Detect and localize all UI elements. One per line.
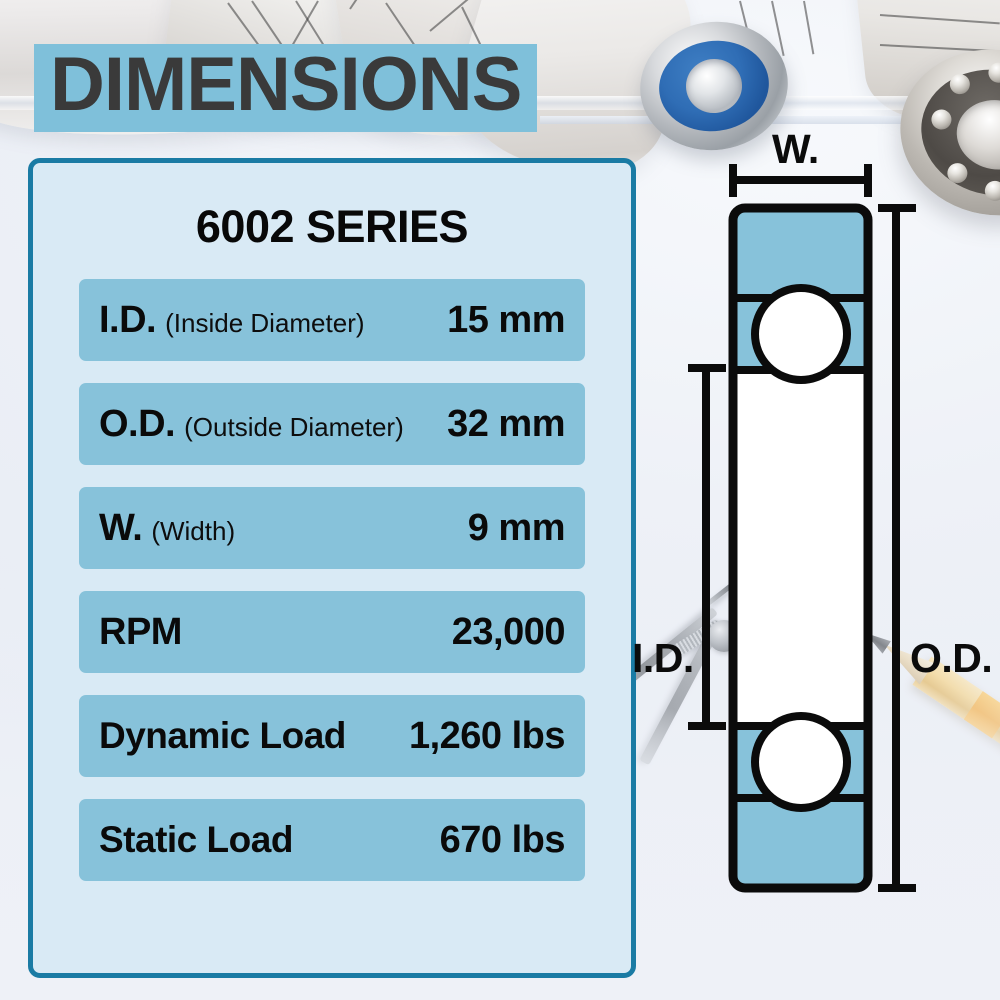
spec-explanation: (Width) (151, 515, 236, 546)
spec-abbr: I.D. (99, 298, 157, 341)
spec-abbr: Dynamic Load (99, 715, 346, 756)
dimension-line-outside-diameter (878, 204, 916, 892)
spec-label-group: W. (Width) (99, 507, 235, 550)
spec-value: 15 mm (447, 298, 565, 341)
spec-label-group: Static Load (99, 819, 293, 861)
spec-row-outside-diameter: O.D. (Outside Diameter) 32 mm (79, 383, 585, 465)
spec-label-group: RPM (99, 611, 182, 654)
bearing-cross-section-diagram: W. I.D. O.D. (632, 120, 1000, 920)
bearing-ball-bottom (751, 712, 851, 812)
spec-value: 32 mm (447, 402, 565, 445)
dimension-label-inside-diameter: I.D. (632, 635, 694, 681)
dimension-line-width (729, 164, 872, 197)
bearing-ball-top (751, 284, 851, 384)
spec-value: 670 lbs (439, 818, 566, 861)
specifications-panel: 6002 SERIES I.D. (Inside Diameter) 15 mm… (28, 158, 636, 978)
spec-explanation: (Outside Diameter) (184, 411, 404, 442)
spec-value: 1,260 lbs (408, 714, 566, 757)
spec-value: 9 mm (467, 506, 566, 549)
spec-label-group: O.D. (Outside Diameter) (99, 403, 404, 446)
spec-explanation: (Inside Diameter) (165, 307, 365, 338)
page-title-band: DIMENSIONS (34, 42, 538, 133)
spec-row-rpm: RPM 23,000 (79, 591, 585, 673)
spec-row-dynamic-load: Dynamic Load 1,260 lbs (79, 695, 585, 777)
bearing-bore (737, 368, 864, 728)
bearing-diagram-svg (688, 164, 916, 893)
spec-abbr: RPM (99, 610, 182, 653)
spec-abbr: O.D. (99, 402, 176, 445)
spec-rows: I.D. (Inside Diameter) 15 mm O.D. (Outsi… (33, 279, 631, 881)
page-title: DIMENSIONS (50, 42, 522, 127)
spec-value: 23,000 (451, 610, 566, 653)
spec-row-static-load: Static Load 670 lbs (79, 799, 585, 881)
dimension-label-width: W. (772, 126, 819, 172)
spec-label-group: Dynamic Load (99, 715, 346, 757)
spec-row-width: W. (Width) 9 mm (79, 487, 585, 569)
spec-row-inside-diameter: I.D. (Inside Diameter) 15 mm (79, 279, 585, 361)
dimension-label-outside-diameter: O.D. (910, 635, 993, 681)
spec-label-group: I.D. (Inside Diameter) (99, 299, 365, 342)
dimension-line-inside-diameter (688, 364, 726, 730)
series-title: 6002 SERIES (195, 201, 469, 252)
spec-abbr: Static Load (99, 819, 293, 860)
spec-abbr: W. (99, 506, 143, 549)
